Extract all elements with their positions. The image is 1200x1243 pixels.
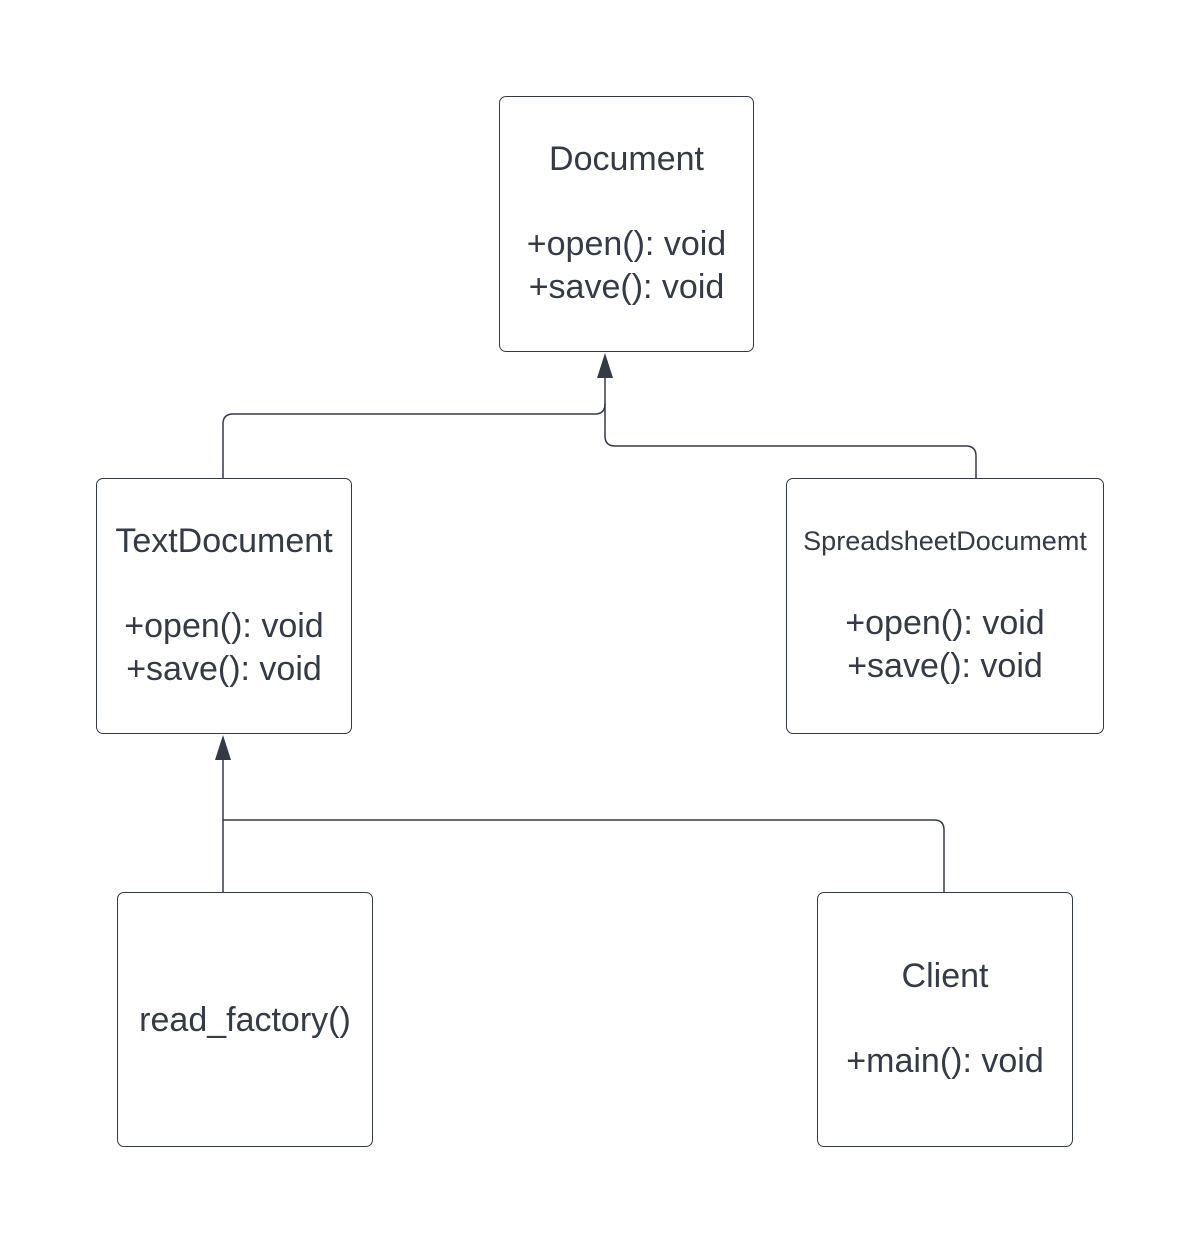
textdocument-to-document-connector[interactable] [222,377,606,478]
method-open: +open(): void [845,604,1045,642]
class-box-textdocument[interactable]: TextDocument +open(): void +save(): void [96,478,352,734]
document-arrowhead-icon [597,353,613,378]
method-open: +open(): void [526,225,727,263]
method-list-spreadsheetdocument: +open(): void +save(): void [845,602,1044,688]
class-name-document: Document [549,140,704,178]
client-to-textdocument-connector[interactable] [223,819,945,892]
class-box-client[interactable]: Client +main(): void [817,892,1073,1147]
method-open: +open(): void [124,607,324,645]
class-name-spreadsheetdocument: SpreadsheetDocumemt [803,526,1087,556]
class-name-client: Client [901,957,989,995]
spreadsheet-to-document-connector[interactable] [604,404,977,478]
method-save: +save(): void [126,650,322,688]
textdocument-arrowhead-icon [215,735,231,760]
function-box-read-factory[interactable]: read_factory() [117,892,373,1147]
method-save: +save(): void [847,647,1043,685]
class-name-textdocument: TextDocument [115,522,333,560]
method-list-document: +open(): void +save(): void [527,223,726,309]
method-list-textdocument: +open(): void +save(): void [124,605,323,691]
method-main: +main(): void [846,1042,1044,1080]
method-list-client: +main(): void [846,1040,1043,1083]
class-box-document[interactable]: Document +open(): void +save(): void [499,96,754,352]
method-save: +save(): void [528,268,725,306]
function-label-read-factory: read_factory() [139,1000,351,1039]
class-box-spreadsheetdocument[interactable]: SpreadsheetDocumemt +open(): void +save(… [786,478,1104,734]
